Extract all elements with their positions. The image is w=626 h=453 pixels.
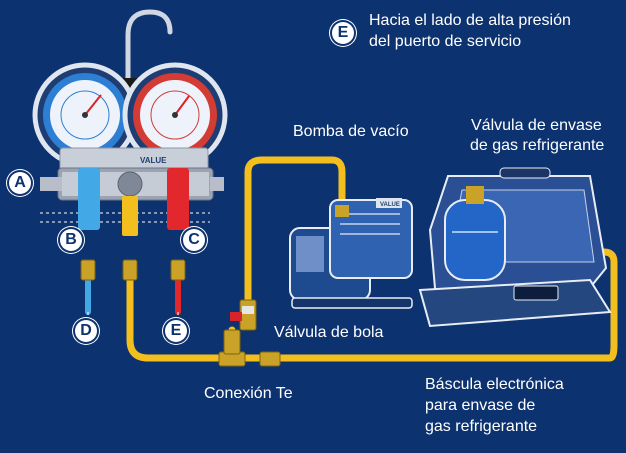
badge-e: E xyxy=(165,320,187,342)
label-scale-line2: para envase de xyxy=(425,397,536,414)
label-high-side-line2: del puerto de servicio xyxy=(369,33,522,50)
manifold-brand: VALUE xyxy=(140,156,167,165)
label-tank-valve-line2: de gas refrigerante xyxy=(470,137,605,154)
pump-brand: VALUE xyxy=(380,202,400,208)
label-high-side-line1: Hacia el lado de alta presión xyxy=(369,12,571,29)
yellow-hose-main xyxy=(126,248,618,362)
badge-e-top: E xyxy=(332,22,354,44)
refrigerant-tank-icon xyxy=(428,167,608,301)
electronic-scale-icon xyxy=(418,278,612,328)
label-scale-line3: gas refrigerante xyxy=(425,418,538,435)
ball-valve-icon xyxy=(230,299,257,331)
manifold-gauge-icon: VALUE xyxy=(32,9,228,281)
label-vacuum-pump: Bomba de vacío xyxy=(293,123,409,140)
tee-fitting-icon xyxy=(218,329,281,367)
label-tee-connection: Conexión Te xyxy=(204,385,293,402)
badge-c: C xyxy=(183,229,205,251)
label-ball-valve: Válvula de bola xyxy=(274,324,384,341)
vacuum-pump-icon: VALUE xyxy=(289,198,413,309)
badge-a: A xyxy=(9,172,31,194)
label-scale-line1: Báscula electrónica xyxy=(425,376,564,393)
label-tank-valve-line1: Válvula de envase xyxy=(471,117,602,134)
yellow-hose-top xyxy=(244,156,346,314)
badge-d: D xyxy=(75,320,97,342)
badge-b: B xyxy=(60,229,82,251)
